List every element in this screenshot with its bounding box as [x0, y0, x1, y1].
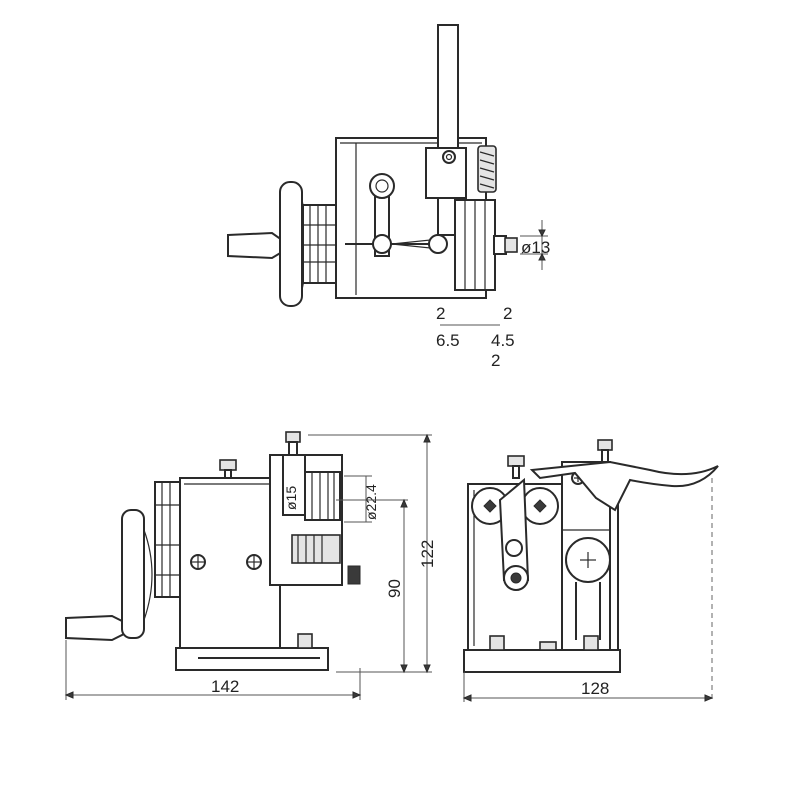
top-knob-right	[428, 234, 448, 254]
front-roller-lower	[291, 534, 341, 564]
side-view: 128	[462, 439, 719, 702]
top-knurled-knob	[477, 145, 497, 193]
top-view: ø13 2 6.5 2 4.5 2	[227, 24, 550, 370]
top-dim-left-upper: 2	[436, 304, 445, 323]
front-top-screw	[219, 459, 237, 471]
front-side-knob	[347, 565, 361, 585]
top-crank-handle	[227, 231, 283, 260]
front-gear-stack	[154, 481, 181, 598]
front-outer-diameter-label: ø22.4	[363, 484, 379, 520]
top-shaft-diameter-label: ø13	[521, 238, 550, 257]
front-center-height-label: 90	[385, 579, 404, 598]
top-gear-teeth	[303, 205, 336, 283]
side-top-screw-right	[597, 439, 613, 451]
top-handwheel	[279, 181, 303, 307]
front-view: ø15 122 90 ø22.4	[64, 431, 437, 700]
side-top-screw-left	[507, 455, 525, 467]
front-inner-diameter-label: ø15	[283, 486, 299, 510]
top-shaft-nut	[504, 237, 518, 253]
side-base-plate	[463, 649, 621, 673]
top-dim-left-lower: 6.5	[436, 331, 460, 350]
top-dim-right-upper: 2	[503, 304, 512, 323]
top-dim-right-lower: 2	[491, 351, 500, 370]
top-dim-right-middle: 4.5	[491, 331, 515, 350]
front-crank-handle	[65, 614, 125, 642]
side-width-label: 128	[581, 679, 609, 698]
top-gear-stack	[302, 204, 337, 284]
front-overall-height-label: 122	[418, 540, 437, 568]
front-handwheel	[121, 509, 145, 639]
front-head-top-screw	[285, 431, 301, 443]
top-lever-pivot	[369, 173, 395, 199]
top-knob-left	[372, 234, 392, 254]
side-handle-lever	[529, 460, 719, 512]
front-width-label: 142	[211, 677, 239, 696]
front-roller-upper	[304, 471, 341, 521]
